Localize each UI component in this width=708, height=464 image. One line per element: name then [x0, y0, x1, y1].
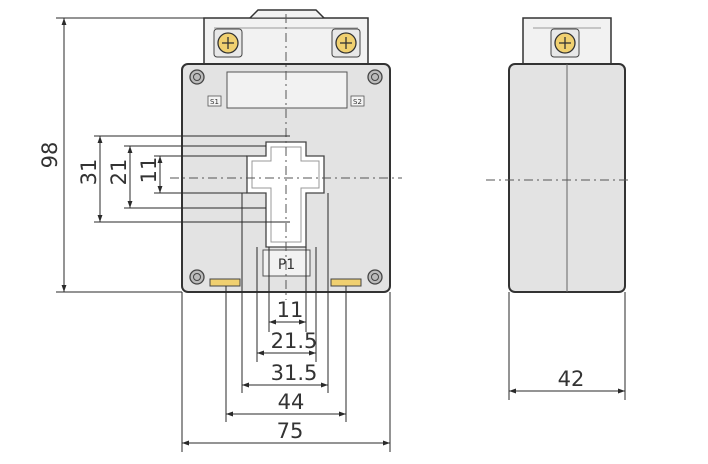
dimension-bottom-21-5: 21.5: [257, 329, 318, 356]
front-terminal-block: [203, 9, 369, 67]
dimension-window-11: 11: [137, 155, 247, 194]
nameplate: [226, 71, 348, 109]
s1-label: S1: [210, 98, 219, 106]
dimension-bottom-75: 75: [182, 419, 390, 446]
dimension-label-11-bottom: 11: [277, 298, 304, 322]
terminal-screw-icon: [550, 28, 580, 58]
terminal-screw-icon: [213, 28, 243, 58]
terminal-screw-icon: [331, 28, 361, 58]
s2-marker: [350, 95, 365, 107]
dimension-label-21-5: 21.5: [271, 329, 318, 353]
s2-label: S2: [353, 98, 362, 106]
dimension-window-31: 31: [77, 135, 290, 223]
corner-screw-icon: [367, 69, 383, 85]
side-view: 42: [486, 17, 632, 400]
corner-screw-icon: [189, 269, 205, 285]
dimension-label-42: 42: [558, 367, 585, 391]
corner-screw-icon: [189, 69, 205, 85]
dimension-depth-42: 42: [508, 292, 626, 400]
dimension-label-75: 75: [277, 419, 304, 443]
front-view: S1 S2 P1 98 31: [38, 9, 402, 452]
dimension-label-98: 98: [38, 142, 62, 169]
mounting-slot: [330, 278, 362, 287]
dimension-label-44: 44: [278, 390, 305, 414]
dimension-bottom-44: 44: [226, 390, 346, 417]
s1-marker: [207, 95, 222, 107]
mounting-slot: [209, 278, 241, 287]
dimension-label-31: 31: [77, 159, 101, 186]
dimension-bottom-31-5: 31.5: [242, 361, 328, 388]
side-terminal-block: [522, 17, 612, 67]
dimension-label-31-5: 31.5: [271, 361, 318, 385]
dimension-height-98: 98: [38, 17, 204, 293]
dimension-label-21: 21: [107, 159, 131, 186]
corner-screw-icon: [367, 269, 383, 285]
dimension-label-11-vertical: 11: [137, 157, 161, 184]
dimension-bottom-11: 11: [269, 298, 306, 325]
dimension-window-21: 21: [107, 145, 266, 209]
